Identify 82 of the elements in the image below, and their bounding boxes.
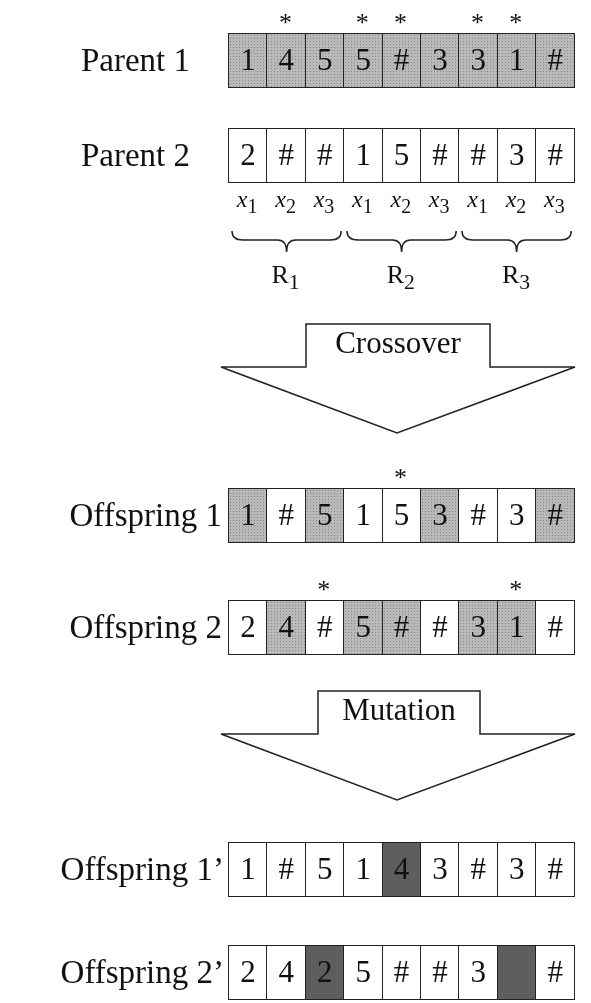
gene-cell: 2: [228, 945, 268, 1000]
row-label: Offspring 2’: [60, 953, 224, 992]
gene-variable-label: x$_{1}$: [235, 186, 259, 218]
gene-cell: 1: [228, 488, 268, 543]
gene-cell: #: [535, 945, 576, 1000]
gene-cell: 2: [304, 945, 345, 1000]
arrow-label: Crossover: [334, 325, 462, 361]
gene-variable-label: x$_{3}$: [542, 186, 566, 218]
gene-cell: #: [304, 600, 345, 655]
group-label: R$_{3}$: [500, 260, 532, 296]
row-label: Offspring 1: [69, 496, 222, 535]
gene-cell: 5: [381, 128, 422, 183]
row-label: Offspring 1’: [60, 850, 224, 889]
gene-cell: #: [381, 33, 422, 88]
gene-cell: 4: [266, 945, 307, 1000]
gene-cell: 5: [343, 33, 384, 88]
gene-cell: [496, 945, 537, 1000]
asterisk-mark: *: [316, 580, 332, 600]
asterisk-mark: *: [508, 580, 524, 600]
gene-cell: 4: [381, 842, 422, 897]
group-label: R$_{1}$: [270, 260, 301, 296]
gene-cell: 1: [496, 33, 537, 88]
row-label: Parent 2: [80, 136, 190, 175]
gene-cell: 1: [343, 128, 384, 183]
gene-cell: 4: [266, 600, 307, 655]
row-label: Offspring 2: [69, 608, 222, 647]
gene-cell: #: [381, 600, 422, 655]
gene-cell: #: [535, 33, 576, 88]
gene-variable-label: x$_{2}$: [274, 186, 297, 218]
gene-cell: 3: [496, 842, 537, 897]
gene-variable-label: x$_{2}$: [389, 186, 413, 218]
gene-cell: 3: [420, 33, 460, 88]
gene-variable-label: x$_{3}$: [427, 186, 451, 218]
gene-cell: 4: [266, 33, 307, 88]
group-label: R$_{2}$: [385, 260, 416, 296]
gene-cell: #: [535, 488, 576, 543]
gene-cell: 5: [304, 842, 345, 897]
gene-cell: 3: [496, 488, 537, 543]
gene-cell: #: [458, 842, 499, 897]
arrow-label: Mutation: [341, 692, 457, 728]
asterisk-mark: *: [354, 13, 370, 33]
asterisk-mark: *: [393, 468, 409, 488]
gene-cell: 1: [228, 33, 268, 88]
gene-variable-label: x$_{1}$: [466, 186, 489, 218]
gene-cell: #: [420, 945, 460, 1000]
gene-cell: 3: [420, 488, 460, 543]
gene-cell: 5: [381, 488, 422, 543]
gene-cell: 1: [343, 842, 384, 897]
gene-cell: #: [535, 842, 576, 897]
gene-cell: #: [535, 600, 576, 655]
gene-cell: 1: [343, 488, 384, 543]
gene-cell: 3: [458, 600, 499, 655]
gene-cell: 3: [496, 128, 537, 183]
gene-cell: #: [420, 600, 460, 655]
gene-cell: 5: [304, 488, 345, 543]
gene-cell: #: [266, 488, 307, 543]
gene-cell: 2: [228, 600, 268, 655]
asterisk-mark: *: [469, 13, 485, 33]
gene-cell: 3: [458, 33, 499, 88]
asterisk-mark: *: [393, 13, 409, 33]
gene-cell: #: [458, 128, 499, 183]
gene-cell: 2: [228, 128, 268, 183]
gene-cell: 5: [343, 600, 384, 655]
gene-cell: 3: [420, 842, 460, 897]
gene-cell: #: [266, 128, 307, 183]
gene-variable-label: x$_{1}$: [350, 186, 374, 218]
row-label: Parent 1: [80, 41, 190, 80]
gene-cell: 5: [343, 945, 384, 1000]
gene-variable-label: x$_{3}$: [312, 186, 336, 218]
asterisk-mark: *: [508, 13, 524, 33]
gene-cell: #: [535, 128, 576, 183]
gene-cell: 1: [228, 842, 268, 897]
gene-cell: #: [458, 488, 499, 543]
gene-cell: 3: [458, 945, 499, 1000]
gene-cell: #: [420, 128, 460, 183]
gene-cell: 5: [304, 33, 345, 88]
gene-cell: #: [266, 842, 307, 897]
asterisk-mark: *: [277, 13, 293, 33]
gene-cell: #: [304, 128, 345, 183]
gene-cell: 1: [496, 600, 537, 655]
gene-cell: #: [381, 945, 422, 1000]
gene-variable-label: x$_{2}$: [504, 186, 528, 218]
